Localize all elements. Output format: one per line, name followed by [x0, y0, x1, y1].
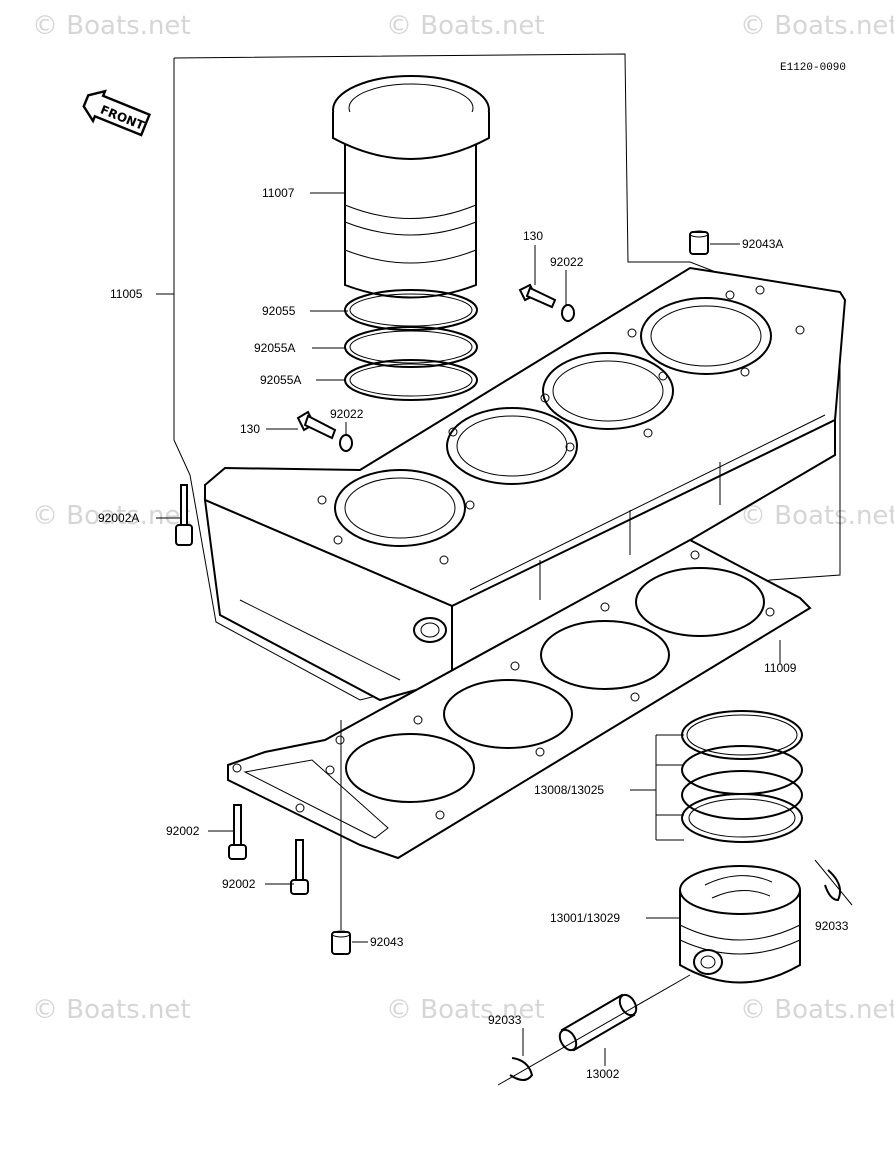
label-11009: 11009	[764, 661, 797, 675]
label-11007: 11007	[262, 186, 295, 200]
circlip-92033-right	[824, 869, 841, 902]
watermark-mid-right: © Boats.net	[740, 501, 894, 531]
label-92033-left: 92033	[488, 1013, 522, 1027]
label-130-lower: 130	[240, 422, 260, 436]
leader-lines	[156, 192, 781, 1066]
bolt-92002a	[175, 484, 193, 546]
cylinder-block	[203, 266, 847, 702]
part-labels: 11007 11005 92055 92055A 92055A 130 9202…	[98, 186, 849, 1081]
label-92022-lower: 92022	[330, 407, 364, 421]
piston-pin-13002	[497, 974, 691, 1086]
label-92033-right: 92033	[815, 919, 849, 933]
o-rings	[344, 289, 478, 401]
label-92002-2: 92002	[222, 877, 256, 891]
label-13001-13029: 13001/13029	[550, 911, 620, 925]
label-130-upper: 130	[523, 229, 543, 243]
front-arrow-icon: FRONT	[82, 89, 152, 137]
bolt-130-lower	[296, 410, 337, 440]
label-92002-1: 92002	[166, 824, 200, 838]
cylinder-liner-11007	[332, 75, 490, 299]
dowel-92043a	[689, 230, 709, 255]
label-92002a: 92002A	[98, 511, 139, 525]
washer-92022-lower	[339, 434, 353, 452]
reference-number: E1120-0090	[780, 62, 846, 74]
label-92055a-1: 92055A	[254, 341, 295, 355]
label-92043: 92043	[370, 935, 404, 949]
label-13008-13025: 13008/13025	[534, 783, 604, 797]
bolt-130-upper	[518, 283, 557, 309]
assembly-boundary-11005	[173, 53, 841, 701]
label-92043a: 92043A	[742, 237, 783, 251]
watermarks: © Boats.net © Boats.net © Boats.net © Bo…	[32, 11, 894, 1025]
watermark-mid-left: © Boats.net	[32, 501, 191, 531]
label-92055a-2: 92055A	[260, 373, 301, 387]
washer-92022-upper	[561, 304, 575, 322]
piston-rings-13008	[681, 710, 803, 843]
watermark-top-center: © Boats.net	[386, 11, 545, 41]
label-11005: 11005	[110, 287, 143, 301]
watermark-bottom-right: © Boats.net	[740, 995, 894, 1025]
label-92055: 92055	[262, 304, 296, 318]
circlip-92033-left	[509, 1057, 534, 1081]
dowel-92043	[331, 930, 351, 955]
watermark-top-right: © Boats.net	[740, 11, 894, 41]
piston-13001	[679, 865, 801, 984]
head-gasket-11009	[227, 538, 812, 860]
bolt-92002-left	[228, 804, 247, 860]
label-92022-upper: 92022	[550, 255, 584, 269]
watermark-bottom-left: © Boats.net	[32, 995, 191, 1025]
watermark-bottom-center: © Boats.net	[386, 995, 545, 1025]
bolt-92002-right	[290, 839, 309, 895]
watermark-top-left: © Boats.net	[32, 11, 191, 41]
label-13002: 13002	[586, 1067, 620, 1081]
